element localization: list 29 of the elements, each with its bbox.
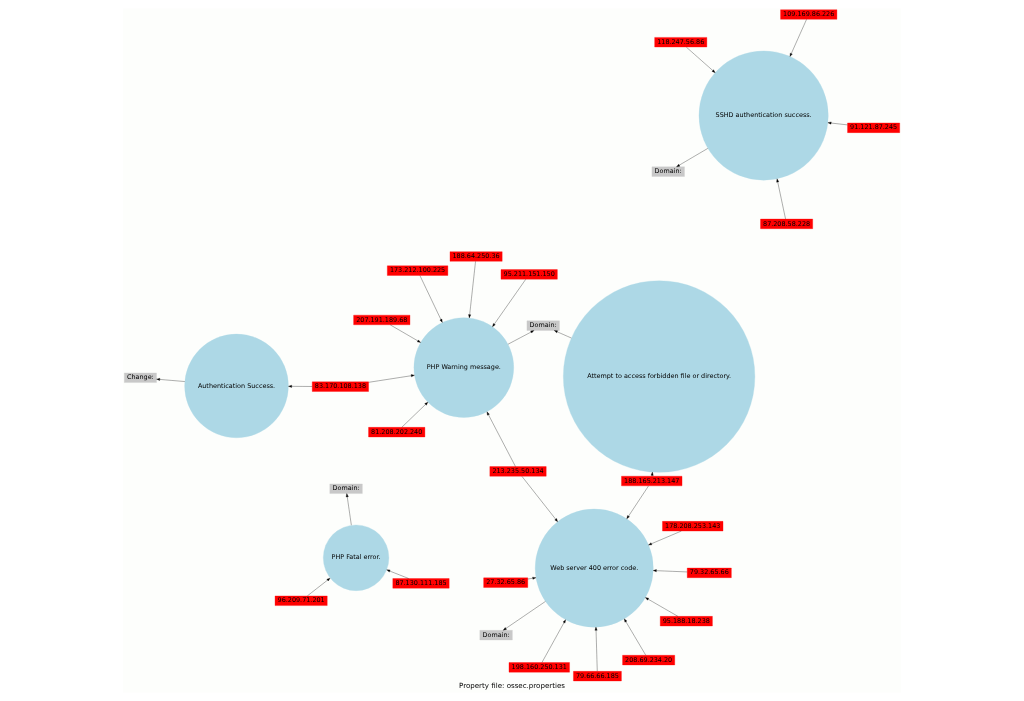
arrow <box>789 19 807 57</box>
arrow <box>626 485 649 519</box>
arrow <box>386 569 409 579</box>
arrow <box>492 279 526 327</box>
arrow <box>503 601 546 631</box>
arrow <box>594 626 598 672</box>
arrow <box>541 619 566 663</box>
arrow <box>686 47 716 73</box>
arrow <box>307 577 331 597</box>
arrow <box>345 493 352 526</box>
arrow <box>554 330 572 339</box>
arrow <box>468 261 476 319</box>
arrow <box>486 411 516 467</box>
arrow <box>401 402 428 428</box>
arrow <box>527 576 537 580</box>
arrow <box>624 618 646 656</box>
arrow <box>676 148 708 167</box>
arrow <box>653 569 688 573</box>
arrow <box>507 330 535 345</box>
arrow <box>776 178 786 220</box>
arrow <box>645 597 679 617</box>
arrow <box>390 324 421 343</box>
arrow <box>419 275 443 323</box>
arrow <box>156 378 185 382</box>
arrow <box>521 476 558 522</box>
arrow <box>288 385 313 388</box>
arrow <box>368 374 415 383</box>
arrow <box>648 530 682 546</box>
arrow <box>827 121 848 126</box>
